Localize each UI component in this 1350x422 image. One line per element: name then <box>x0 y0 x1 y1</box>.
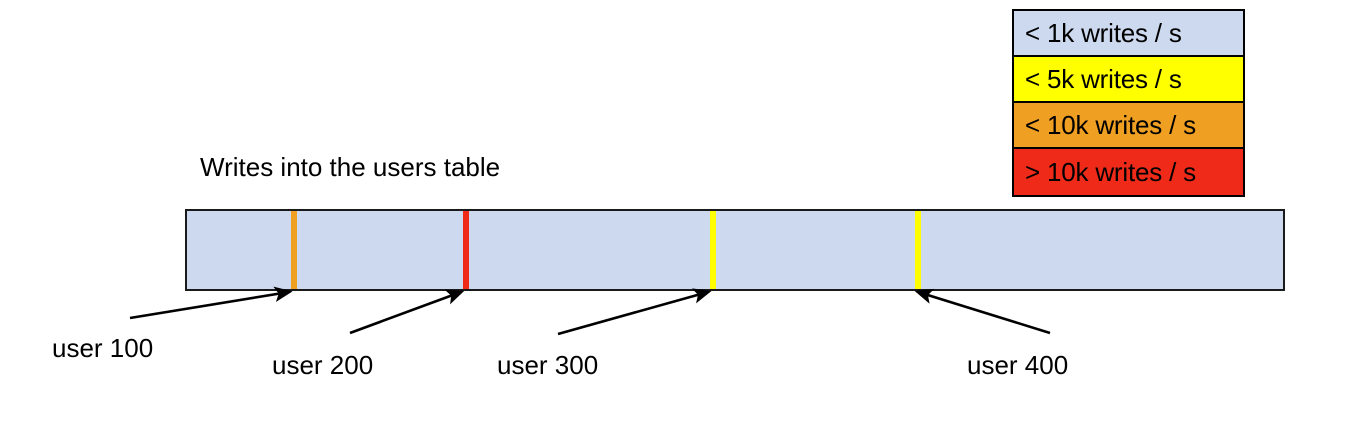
user-300-arrow <box>557 288 712 336</box>
legend-label-under-1k: < 1k writes / s <box>1025 18 1182 48</box>
write-rate-legend: < 1k writes / s < 5k writes / s < 10k wr… <box>1012 9 1245 197</box>
user-300-boundary-stripe <box>710 211 716 289</box>
callout-label-user-300: user 300 <box>497 350 599 380</box>
legend-label-under-10k: < 10k writes / s <box>1025 110 1196 140</box>
callout-label-user-200: user 200 <box>272 350 374 380</box>
user-400-boundary-stripe <box>915 211 921 289</box>
legend-row-under-1k: < 1k writes / s <box>1014 11 1243 57</box>
chart-title: Writes into the users table <box>200 152 501 182</box>
user-200-boundary-stripe <box>463 211 469 289</box>
users-table-bar <box>185 209 1285 291</box>
legend-row-over-10k: > 10k writes / s <box>1014 149 1243 195</box>
callout-label-user-100: user 100 <box>52 333 154 363</box>
legend-label-under-5k: < 5k writes / s <box>1025 64 1182 94</box>
user-400-arrow <box>914 288 1051 335</box>
user-100-boundary-stripe <box>291 211 297 289</box>
user-200-arrow <box>349 289 465 335</box>
legend-label-over-10k: > 10k writes / s <box>1025 157 1196 187</box>
legend-row-under-10k: < 10k writes / s <box>1014 103 1243 149</box>
user-100-arrow <box>129 286 293 320</box>
callout-label-user-400: user 400 <box>967 350 1069 380</box>
legend-row-under-5k: < 5k writes / s <box>1014 57 1243 103</box>
